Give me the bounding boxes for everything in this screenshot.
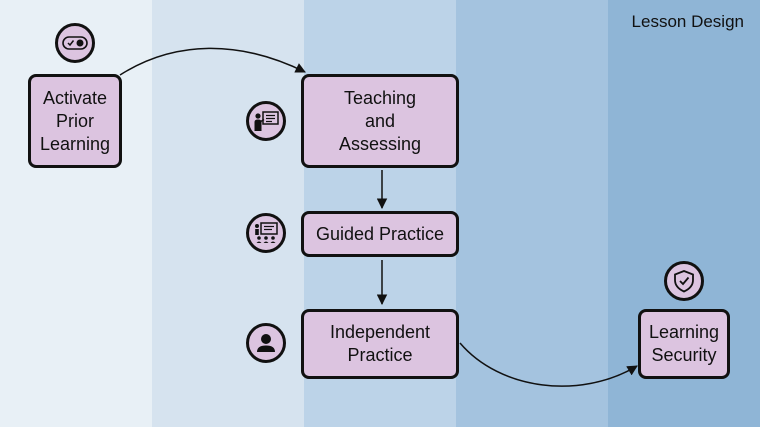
edge-activate-to-teaching	[119, 47, 306, 76]
node-teaching-and-assessing: Teaching and Assessing	[301, 74, 459, 168]
node-guided-practice: Guided Practice	[301, 211, 459, 257]
node-label: Teaching and Assessing	[338, 87, 422, 154]
edge-independent-to-security	[459, 342, 638, 387]
node-independent-practice: Independent Practice	[301, 309, 459, 379]
node-label: Guided Practice	[315, 223, 445, 244]
shield-check-icon	[664, 261, 704, 301]
diagram-title: Lesson Design	[631, 12, 744, 31]
teacher-board-icon	[246, 101, 286, 141]
class-presentation-icon	[246, 213, 286, 253]
toggle-switch-icon	[55, 23, 95, 63]
person-icon	[246, 323, 286, 363]
band-4	[456, 0, 608, 427]
node-label: Learning Security	[648, 322, 720, 365]
node-label: Activate Prior Learning	[39, 87, 111, 154]
node-activate-prior-learning: Activate Prior Learning	[28, 74, 122, 168]
node-learning-security: Learning Security	[638, 309, 730, 379]
node-label: Independent Practice	[329, 322, 431, 365]
